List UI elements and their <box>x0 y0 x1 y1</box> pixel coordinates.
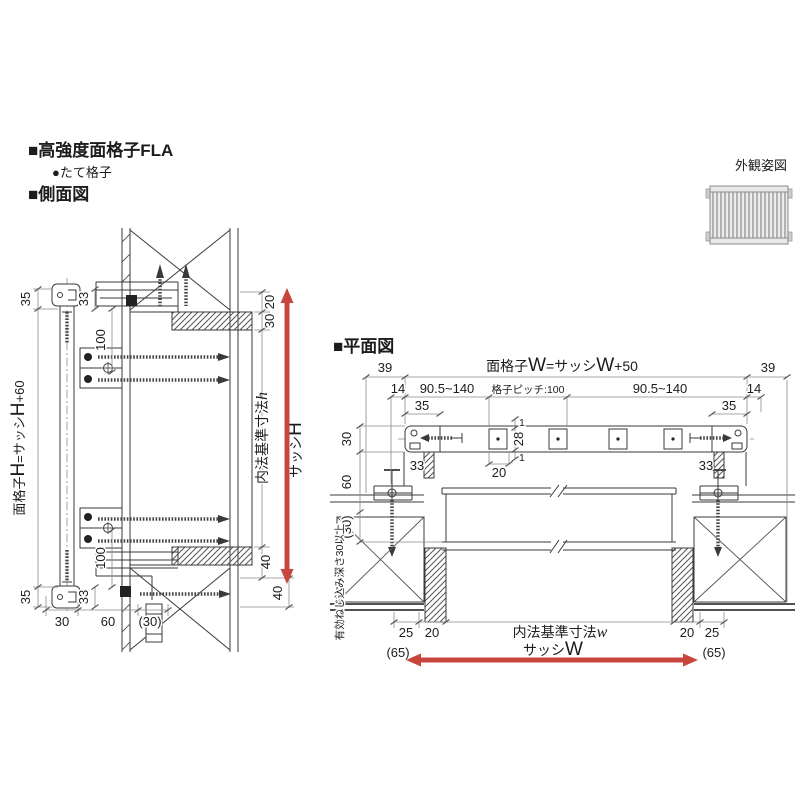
dim-40-upper: 40 <box>258 555 273 569</box>
plan-formula-label: 面格子W=サッシW+50 <box>486 355 638 376</box>
dim-35-top: 35 <box>18 292 33 306</box>
siding-hatch-ticks <box>121 233 131 651</box>
dim-20-right: 20 <box>262 295 277 309</box>
plan-view-dimensions <box>355 373 792 628</box>
bottom-mounting-bracket <box>79 507 230 549</box>
dim-33-top: 33 <box>76 292 91 306</box>
screw-depth-note: 有効ねじ込み深さ30以上 <box>333 524 346 641</box>
dim-33-bottom: 33 <box>76 590 91 604</box>
sill-hatch-band <box>171 546 253 566</box>
sash-width-arrow <box>406 653 698 667</box>
top-stud-x <box>129 229 231 313</box>
dim-35-bottom: 35 <box>18 590 33 604</box>
dim-25-right: 25 <box>705 625 719 640</box>
lattice-bar-section <box>51 278 81 614</box>
dim-100-top: 100 <box>93 329 108 351</box>
dim-1-bottom: 1 <box>519 452 525 464</box>
dim-14-left: 14 <box>391 381 405 396</box>
dim-30-bottomchain: 30 <box>55 614 69 629</box>
sash-height-label: サッシH <box>285 422 306 478</box>
dim-60-bottomchain: 60 <box>101 614 115 629</box>
left-stud <box>336 516 425 603</box>
dim-30p-plan: (30) <box>339 515 354 538</box>
lattice-bar-plan <box>398 425 754 479</box>
right-jamb-hatch <box>671 547 694 623</box>
dim-20-right: 20 <box>680 625 694 640</box>
plan-view-drawing: 面格子W=サッシW+50 39 39 14 14 90.5~140 90.5~1… <box>330 355 795 667</box>
exterior-wall-faces <box>330 494 795 503</box>
dim-100-bottom: 100 <box>93 547 108 569</box>
dim-20-left: 20 <box>425 625 439 640</box>
left-jamb-hatch <box>424 547 447 623</box>
dim-35-right: 35 <box>722 398 736 413</box>
interior-wall-faces <box>330 603 795 611</box>
side-view-title: ■側面図 <box>28 184 89 204</box>
dim-33-left: 33 <box>410 458 424 473</box>
dim-30-bar: 30 <box>339 432 354 446</box>
dim-39-right: 39 <box>761 360 775 375</box>
inner-width-label: 内法基準寸法w <box>513 624 608 641</box>
window-frame-plan <box>441 484 677 554</box>
dim-14-right: 14 <box>747 381 761 396</box>
appearance-title: 外観姿図 <box>735 158 787 173</box>
lintel-hatch-band <box>171 311 253 331</box>
sash-height-arrow <box>280 288 294 584</box>
dim-60-plan: 60 <box>339 475 354 489</box>
side-view-drawing: 35 35 33 33 100 100 30 60 (30) 20 30 40 … <box>8 228 306 652</box>
right-end-bracket <box>699 452 747 557</box>
lattice-appearance-icon <box>705 185 793 245</box>
dim-65-right: (65) <box>702 645 725 660</box>
dim-25-left: 25 <box>399 625 413 640</box>
side-formula-label: 面格子H=サッシH+60 <box>8 380 29 515</box>
wall-face-lines <box>121 228 239 652</box>
sash-width-label: サッシW <box>523 639 583 660</box>
window-head-profile <box>95 264 190 312</box>
left-stud-x <box>336 516 425 603</box>
dim-30-right: 30 <box>262 314 277 328</box>
bottom-stud-x <box>129 564 231 651</box>
dim-20-grid: 20 <box>492 465 506 480</box>
spacing-range-right: 90.5~140 <box>633 381 688 396</box>
lattice-type-label: ●たて格子 <box>52 165 112 180</box>
dim-35-left: 35 <box>415 398 429 413</box>
spacing-range-left: 90.5~140 <box>420 381 475 396</box>
inner-height-label: 内法基準寸法h <box>254 392 271 484</box>
side-view-dimensions <box>33 285 294 616</box>
dim-28: 28 <box>511 432 526 446</box>
dim-33-right: 33 <box>699 458 713 473</box>
product-title: ■高強度面格子FLA <box>28 140 173 160</box>
dim-1-top: 1 <box>519 417 525 429</box>
dim-30p-bottomchain: (30) <box>138 614 161 629</box>
dim-39-left: 39 <box>378 360 392 375</box>
plan-view-title: ■平面図 <box>333 337 394 356</box>
pitch-label: 格子ピッチ:100 <box>492 383 565 396</box>
right-stud <box>693 516 787 603</box>
dim-40-lower: 40 <box>270 586 285 600</box>
top-mounting-bracket <box>79 347 230 389</box>
right-stud-x <box>693 516 787 603</box>
left-end-bracket <box>373 452 413 557</box>
dim-65-left: (65) <box>386 645 409 660</box>
window-sill-profile <box>95 547 231 643</box>
